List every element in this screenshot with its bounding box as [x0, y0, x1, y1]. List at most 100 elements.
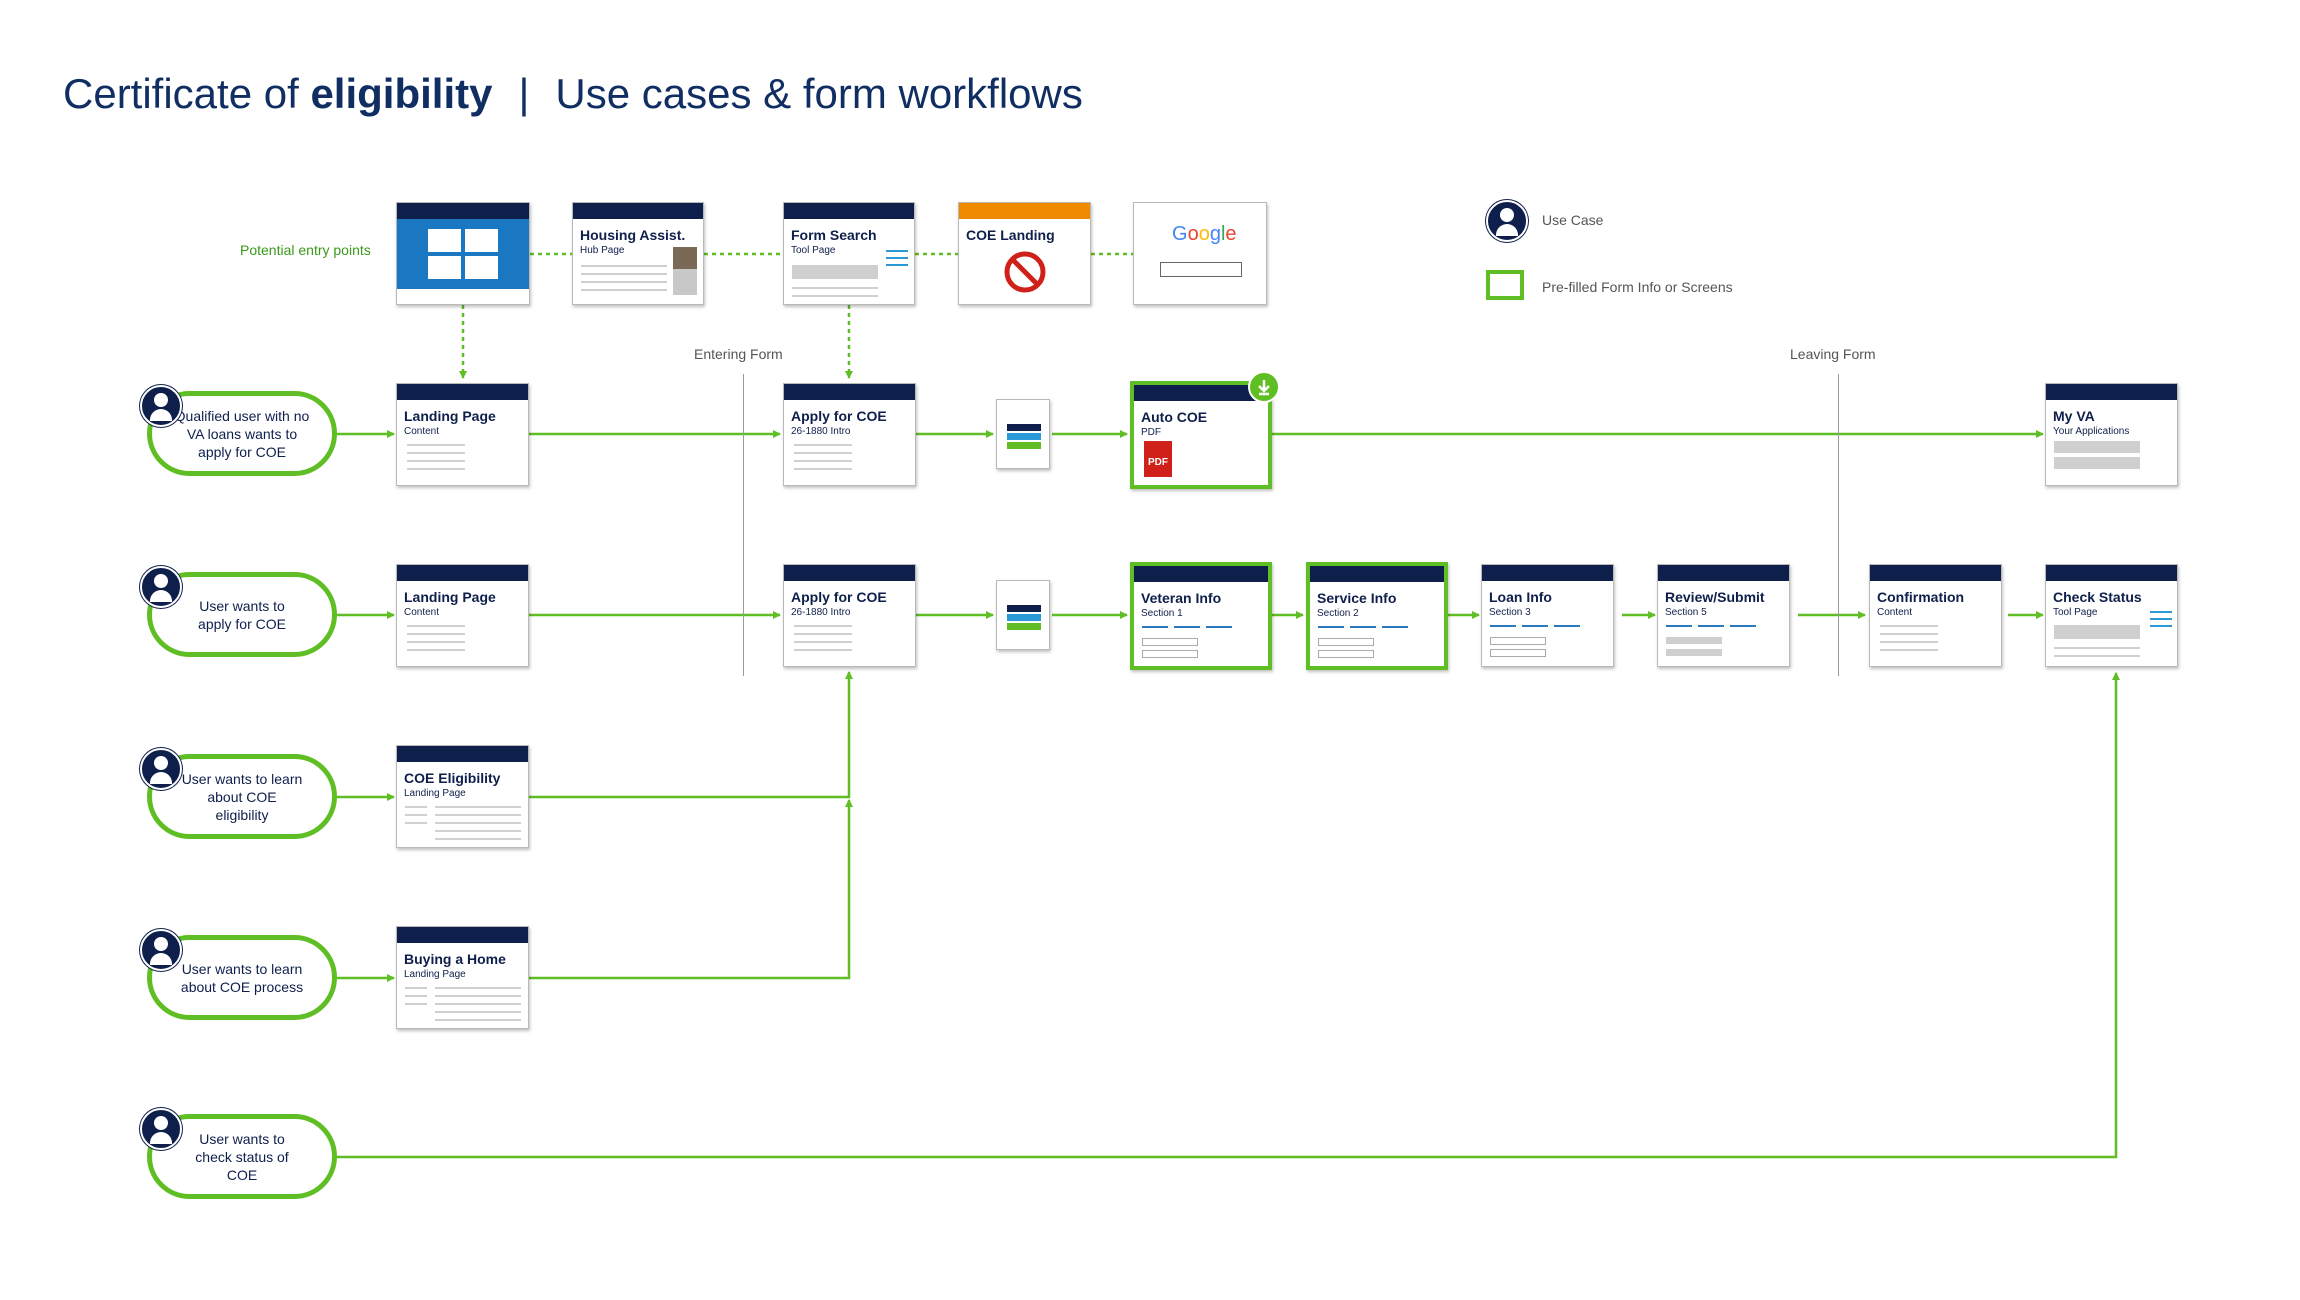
- card-subtitle: Your Applications: [2053, 426, 2130, 437]
- card-header-bar: [397, 565, 528, 581]
- text-line: [1880, 649, 1938, 651]
- card-header-bar: [1482, 565, 1613, 581]
- card-title: Landing Page: [404, 408, 496, 424]
- user-icon: [140, 1108, 182, 1150]
- apply-for-coe-card[interactable]: Apply for COE 26-1880 Intro: [783, 383, 916, 486]
- text-line: [1880, 633, 1938, 635]
- card-title: Confirmation: [1877, 589, 1965, 605]
- use-case-label: User wants to learn about COE process: [180, 960, 304, 995]
- text-line: [794, 460, 852, 462]
- coe-eligibility-card[interactable]: COE Eligibility Landing Page: [396, 745, 529, 848]
- text-line: [435, 1011, 521, 1013]
- text-line: [407, 452, 465, 454]
- card-title: Apply for COE: [791, 589, 887, 605]
- use-case-learn-eligibility[interactable]: User wants to learn about COE eligibilit…: [147, 754, 337, 839]
- veteran-info-card[interactable]: Veteran Info Section 1: [1130, 562, 1272, 670]
- input-field: [1142, 650, 1198, 658]
- card-subtitle: 26-1880 Intro: [791, 607, 851, 618]
- check-status-card[interactable]: Check Status Tool Page: [2045, 564, 2178, 667]
- text-line: [792, 287, 878, 289]
- card-header-bar: [784, 565, 915, 581]
- card-title: Apply for COE: [791, 408, 887, 424]
- card-title: Form Search: [791, 227, 877, 243]
- user-icon: [140, 385, 182, 427]
- card-header-bar: [784, 384, 915, 400]
- application-row: [2054, 457, 2140, 469]
- card-header-bar: [959, 203, 1090, 219]
- input-field: [1490, 637, 1546, 645]
- use-case-check-status[interactable]: User wants to check status of COE: [147, 1114, 337, 1199]
- card-subtitle: Hub Page: [580, 245, 625, 256]
- input-field: [1318, 638, 1374, 646]
- text-line: [435, 1019, 521, 1021]
- landing-page-card[interactable]: Landing Page Content: [396, 383, 529, 486]
- buying-a-home-card[interactable]: Buying a Home Landing Page: [396, 926, 529, 1029]
- apply-for-coe-card[interactable]: Apply for COE 26-1880 Intro: [783, 564, 916, 667]
- use-case-label: User wants to check status of COE: [195, 1130, 289, 1183]
- my-va-card[interactable]: My VA Your Applications: [2045, 383, 2178, 486]
- entering-form-divider: [743, 374, 744, 676]
- text-line: [407, 460, 465, 462]
- auto-coe-card[interactable]: Auto COE PDF PDF: [1130, 371, 1280, 489]
- text-line: [435, 806, 521, 808]
- pdf-file-icon: PDF: [1144, 441, 1172, 477]
- use-case-learn-process[interactable]: User wants to learn about COE process: [147, 935, 337, 1020]
- card-title: Loan Info: [1489, 589, 1552, 605]
- use-case-label: Qualified user with no VA loans wants to…: [174, 407, 310, 460]
- legend-prefilled-swatch: [1486, 270, 1524, 300]
- card-header-bar: [1870, 565, 2001, 581]
- windows-entry-card[interactable]: [396, 202, 530, 305]
- download-icon[interactable]: [1248, 371, 1280, 403]
- card-title: Buying a Home: [404, 951, 506, 967]
- title-prefix: Certificate of: [63, 70, 299, 117]
- image-placeholder: [673, 269, 697, 295]
- use-case-label: User wants to apply for COE: [198, 597, 286, 632]
- form-search-card[interactable]: Form Search Tool Page: [783, 202, 915, 305]
- text-line: [407, 468, 465, 470]
- card-subtitle: Content: [1877, 607, 1913, 618]
- text-line: [2054, 647, 2140, 649]
- use-case-apply[interactable]: User wants to apply for COE: [147, 572, 337, 657]
- text-line: [794, 633, 852, 635]
- text-line: [407, 641, 465, 643]
- confirmation-card[interactable]: Confirmation Content: [1869, 564, 2002, 667]
- housing-assist-card[interactable]: Housing Assist. Hub Page: [572, 202, 704, 305]
- entering-form-label: Entering Form: [694, 346, 783, 362]
- summary-block: [1666, 649, 1722, 656]
- card-title: Service Info: [1317, 590, 1397, 606]
- google-logo: Google: [1172, 223, 1237, 245]
- landing-page-card[interactable]: Landing Page Content: [396, 564, 529, 667]
- prohibited-icon: [1004, 251, 1046, 293]
- card-title: Veteran Info: [1141, 590, 1222, 606]
- text-line: [407, 625, 465, 627]
- review-submit-card[interactable]: Review/Submit Section 5: [1657, 564, 1790, 667]
- google-entry-card[interactable]: Google: [1133, 202, 1267, 305]
- input-field: [1490, 649, 1546, 657]
- service-info-card[interactable]: Service Info Section 2: [1306, 562, 1448, 670]
- text-line: [794, 444, 852, 446]
- card-title: My VA: [2053, 408, 2095, 424]
- text-line: [794, 468, 852, 470]
- text-line: [405, 822, 427, 824]
- card-title: Housing Assist.: [580, 227, 686, 243]
- text-line: [407, 633, 465, 635]
- hamburger-menu-icon: [886, 250, 908, 266]
- card-header-bar: [1658, 565, 1789, 581]
- text-line: [435, 838, 521, 840]
- text-line: [407, 444, 465, 446]
- coe-landing-card[interactable]: COE Landing: [958, 202, 1091, 305]
- progress-segments: [1666, 625, 1756, 627]
- card-title: Landing Page: [404, 589, 496, 605]
- card-subtitle: Content: [404, 426, 440, 437]
- card-subtitle: Landing Page: [404, 788, 466, 799]
- loan-info-card[interactable]: Loan Info Section 3: [1481, 564, 1614, 667]
- entry-points-label: Potential entry points: [240, 242, 371, 258]
- card-header-bar: [2046, 384, 2177, 400]
- card-subtitle: Landing Page: [404, 969, 466, 980]
- hamburger-menu-icon: [2150, 611, 2172, 627]
- leaving-form-divider: [1838, 374, 1839, 676]
- progress-segments: [1318, 626, 1408, 628]
- text-line: [435, 822, 521, 824]
- application-row: [2054, 441, 2140, 453]
- use-case-qualified-user[interactable]: Qualified user with no VA loans wants to…: [147, 391, 337, 476]
